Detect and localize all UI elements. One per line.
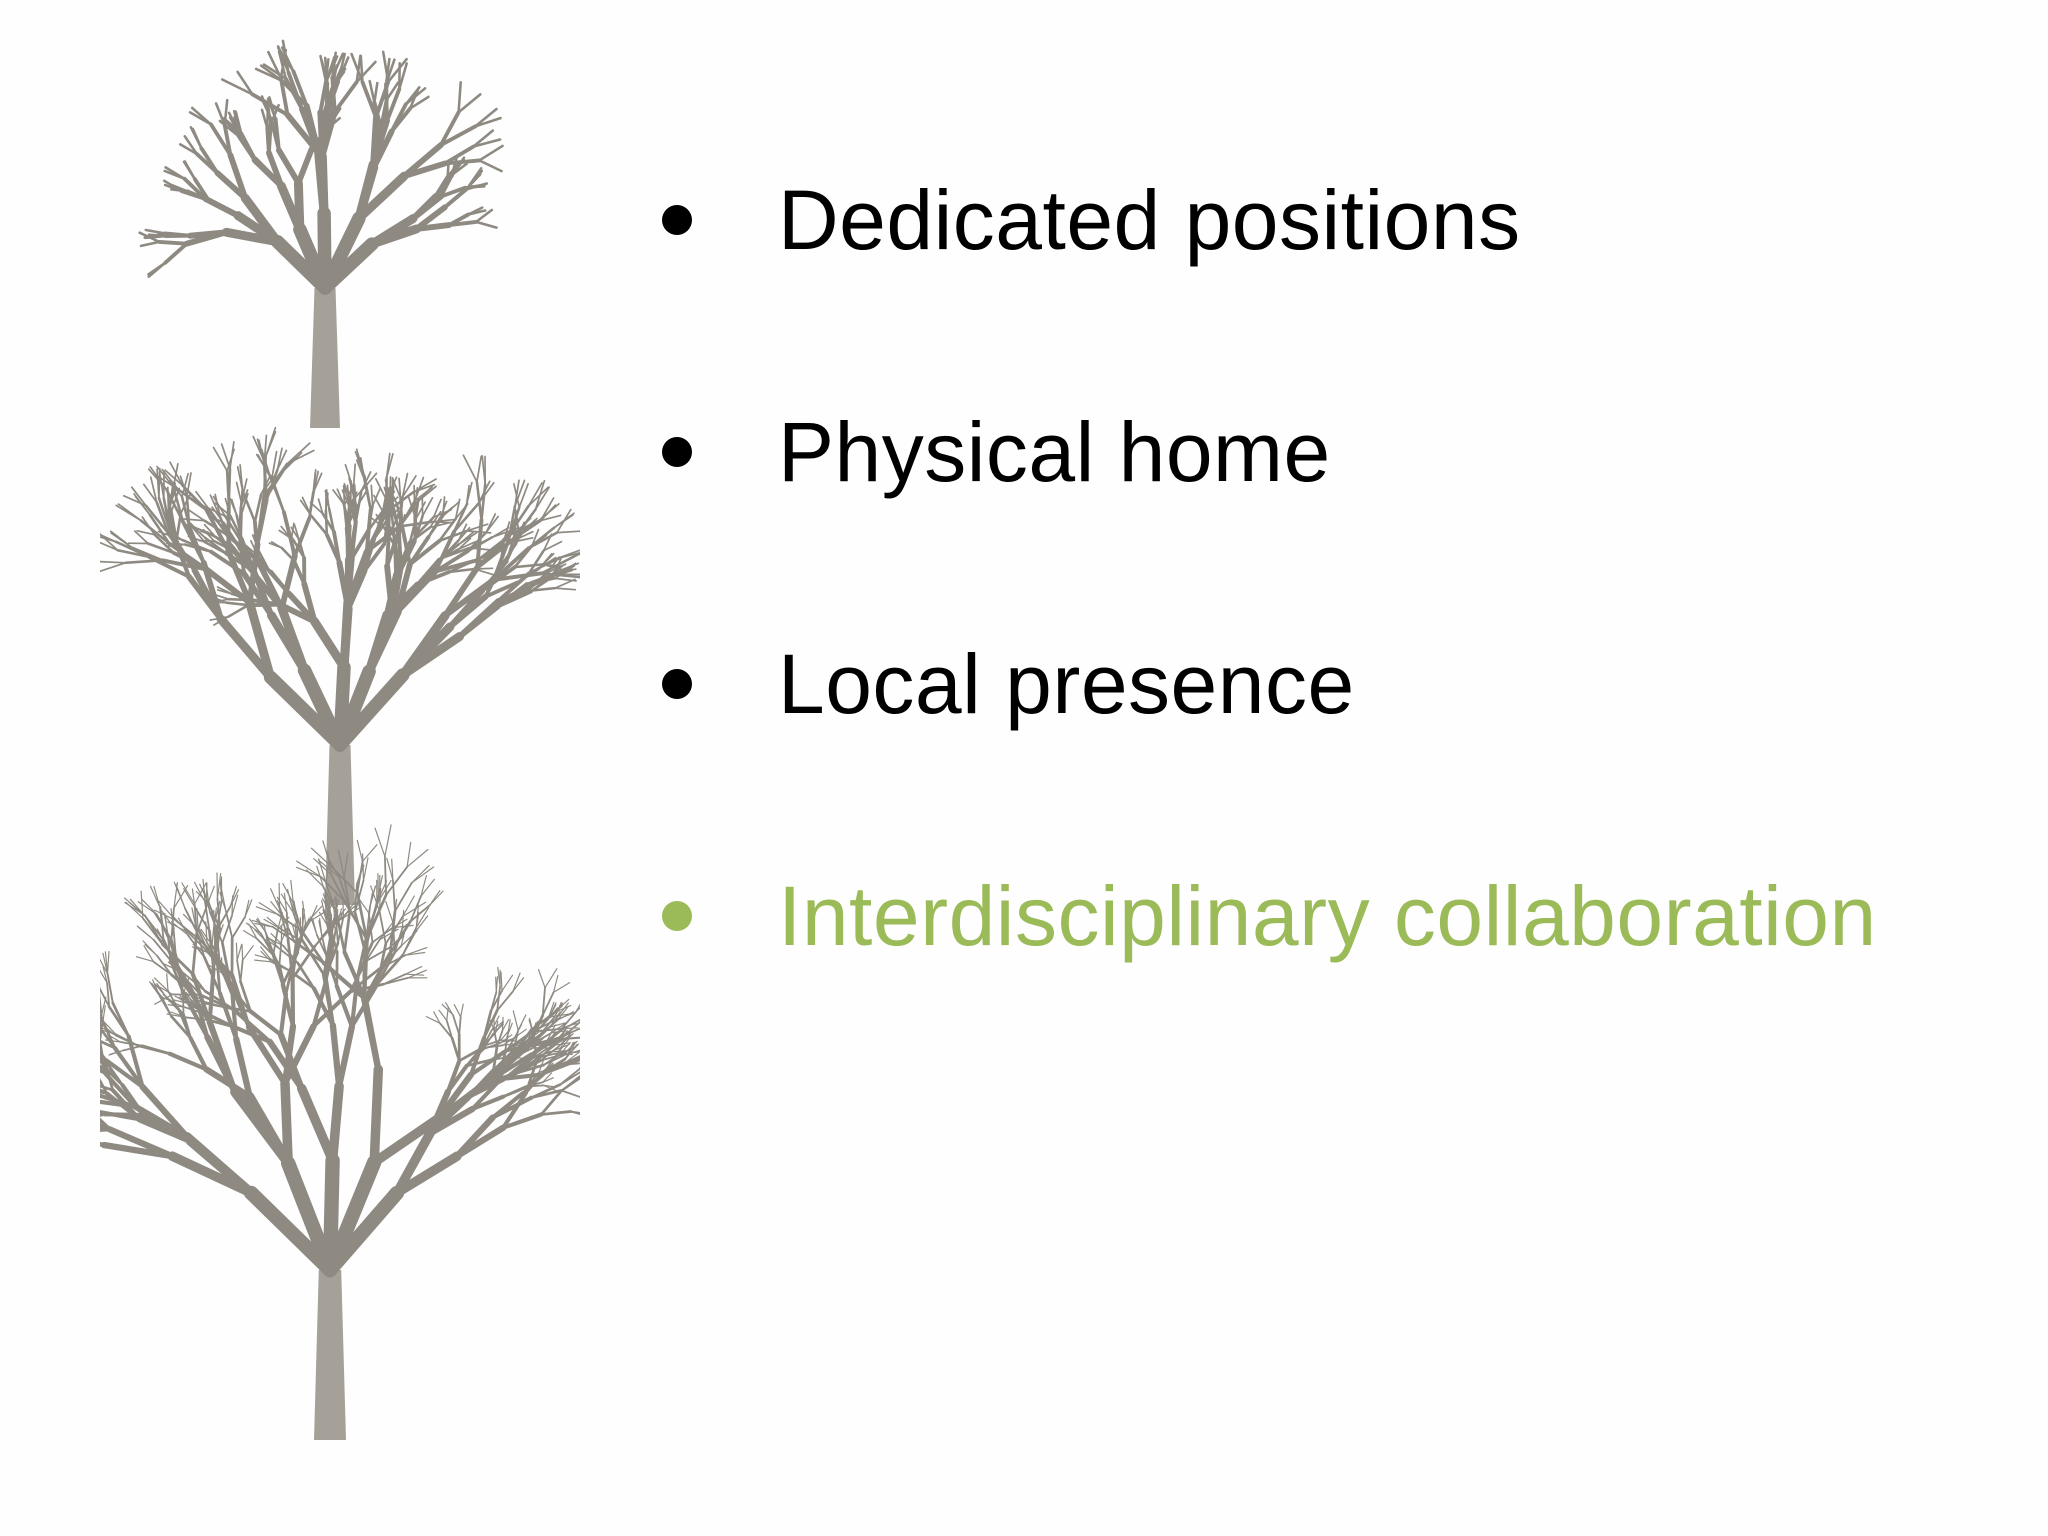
tree-growth-illustration: [100, 10, 580, 1460]
bullet-text: Physical home: [778, 405, 1331, 499]
bullet-item-local-presence: Local presence: [650, 624, 1877, 744]
bullet-dot: [662, 437, 692, 467]
bullet-text: Local presence: [778, 637, 1355, 731]
bullet-dot: [662, 205, 692, 235]
bare-tree-medium-icon: [100, 426, 580, 905]
bullet-text: Dedicated positions: [778, 173, 1521, 267]
bullet-dot: [662, 669, 692, 699]
bare-tree-small-icon: [138, 39, 504, 428]
bare-tree-large-icon: [100, 824, 580, 1440]
bullet-item-interdisciplinary-collaboration: Interdisciplinary collaboration: [650, 856, 1877, 976]
bullet-item-dedicated-positions: Dedicated positions: [650, 160, 1877, 280]
bullet-item-physical-home: Physical home: [650, 392, 1877, 512]
bullet-dot: [662, 901, 692, 931]
bullet-list: Dedicated positions Physical home Local …: [650, 160, 1877, 1088]
bullet-text: Interdisciplinary collaboration: [778, 869, 1877, 963]
